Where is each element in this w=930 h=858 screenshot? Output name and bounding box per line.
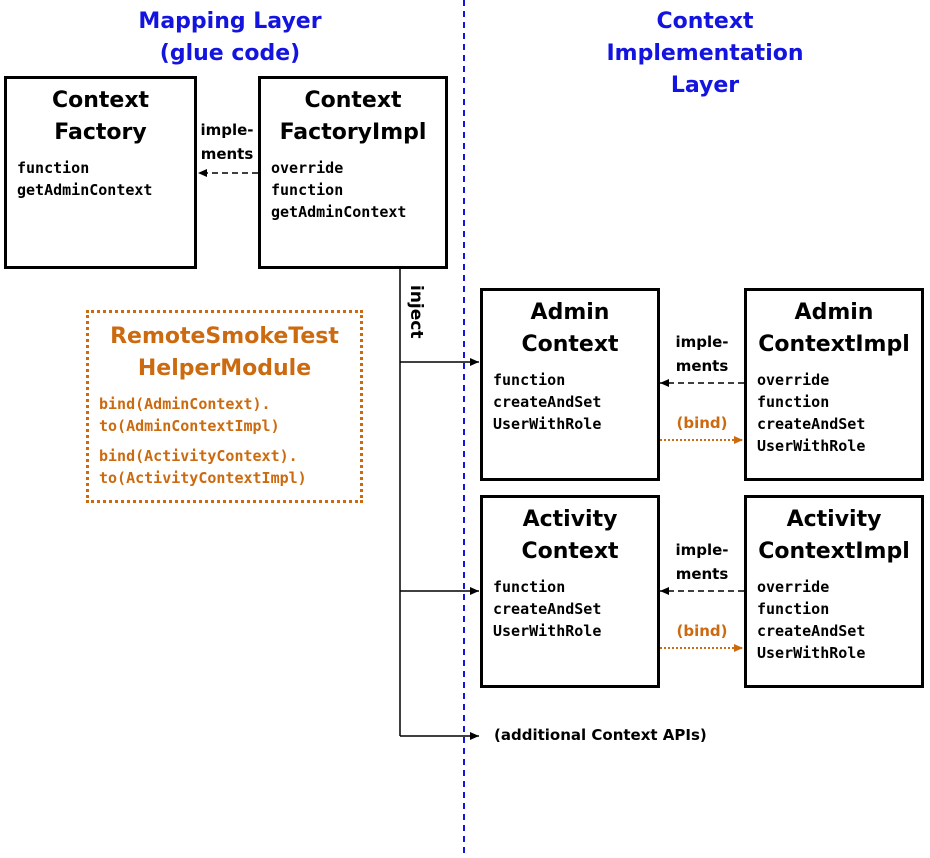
code-line: function: [757, 393, 830, 411]
code-line: override: [757, 578, 830, 596]
code-line: createAndSet: [757, 415, 866, 433]
implementation-layer-title-line3: Layer: [670, 73, 740, 98]
helper-binding-admin: bind(AdminContext). to(AdminContextImpl): [99, 393, 360, 437]
context-factory-box: Context Factory function getAdminContext: [4, 76, 197, 269]
title-line: Admin: [530, 300, 610, 325]
activity-context-impl-code: override function createAndSet UserWithR…: [757, 576, 921, 664]
title-line: Activity: [786, 507, 882, 532]
context-factory-impl-title: Context FactoryImpl: [261, 85, 445, 149]
activity-context-code: function createAndSet UserWithRole: [493, 576, 657, 642]
code-line: createAndSet: [757, 622, 866, 640]
activity-context-impl-box: Activity ContextImpl override function c…: [744, 495, 924, 688]
context-factory-code: function getAdminContext: [17, 157, 194, 201]
label-line: ments: [675, 565, 729, 583]
context-factory-impl-box: Context FactoryImpl override function ge…: [258, 76, 448, 269]
code-line: function: [493, 578, 566, 596]
code-line: function: [757, 600, 830, 618]
code-line: UserWithRole: [493, 415, 602, 433]
title-line: Context: [521, 332, 619, 357]
title-line: HelperModule: [137, 356, 312, 381]
implements-label-factory: imple- ments: [197, 118, 257, 166]
code-line: bind(ActivityContext).: [99, 447, 298, 465]
code-line: createAndSet: [493, 393, 602, 411]
code-line: getAdminContext: [17, 181, 153, 199]
implementation-layer-title-line1: Context: [656, 9, 754, 34]
context-factory-impl-code: override function getAdminContext: [271, 157, 445, 223]
code-line: UserWithRole: [757, 437, 866, 455]
code-line: function: [17, 159, 90, 177]
implements-label-admin: imple- ments: [662, 330, 742, 378]
mapping-layer-title-line1: Mapping Layer: [138, 9, 322, 34]
admin-context-impl-box: Admin ContextImpl override function crea…: [744, 288, 924, 481]
title-line: ContextImpl: [758, 332, 910, 357]
mapping-layer-title: Mapping Layer (glue code): [100, 6, 360, 70]
context-factory-title: Context Factory: [7, 85, 194, 149]
code-line: getAdminContext: [271, 203, 407, 221]
title-line: Admin: [794, 300, 874, 325]
admin-context-title: Admin Context: [483, 297, 657, 361]
inject-label: inject: [398, 285, 432, 341]
code-line: function: [493, 371, 566, 389]
admin-context-box: Admin Context function createAndSet User…: [480, 288, 660, 481]
mapping-layer-title-line2: (glue code): [159, 41, 301, 66]
code-line: to(ActivityContextImpl): [99, 469, 307, 487]
label-line: ments: [200, 145, 254, 163]
implementation-layer-title: Context Implementation Layer: [575, 6, 835, 102]
label-line: imple-: [675, 333, 729, 351]
admin-context-impl-code: override function createAndSet UserWithR…: [757, 369, 921, 457]
code-line: bind(AdminContext).: [99, 395, 271, 413]
helper-binding-activity: bind(ActivityContext). to(ActivityContex…: [99, 445, 360, 489]
label-line: imple-: [675, 541, 729, 559]
implementation-layer-title-line2: Implementation: [606, 41, 804, 66]
activity-context-box: Activity Context function createAndSet U…: [480, 495, 660, 688]
title-line: Factory: [54, 120, 147, 145]
code-line: to(AdminContextImpl): [99, 417, 280, 435]
title-line: FactoryImpl: [279, 120, 427, 145]
title-line: RemoteSmokeTest: [110, 324, 339, 349]
code-line: override: [757, 371, 830, 389]
code-line: createAndSet: [493, 600, 602, 618]
bind-label-activity: (bind): [676, 622, 728, 640]
helper-module-box: RemoteSmokeTest HelperModule bind(AdminC…: [86, 310, 363, 503]
activity-context-impl-title: Activity ContextImpl: [747, 504, 921, 568]
label-line: imple-: [200, 121, 254, 139]
title-line: Context: [521, 539, 619, 564]
code-line: UserWithRole: [493, 622, 602, 640]
label-line: ments: [675, 357, 729, 375]
title-line: Activity: [522, 507, 618, 532]
additional-context-apis-label: (additional Context APIs): [494, 726, 707, 744]
title-line: Context: [51, 88, 150, 113]
activity-context-title: Activity Context: [483, 504, 657, 568]
title-line: Context: [304, 88, 402, 113]
admin-context-code: function createAndSet UserWithRole: [493, 369, 657, 435]
helper-module-title: RemoteSmokeTest HelperModule: [89, 321, 360, 385]
title-line: ContextImpl: [758, 539, 910, 564]
code-line: UserWithRole: [757, 644, 866, 662]
code-line: function: [271, 181, 344, 199]
inject-text: inject: [406, 285, 426, 339]
code-line: override: [271, 159, 344, 177]
implements-label-activity: imple- ments: [662, 538, 742, 586]
admin-context-impl-title: Admin ContextImpl: [747, 297, 921, 361]
bind-label-admin: (bind): [676, 414, 728, 432]
